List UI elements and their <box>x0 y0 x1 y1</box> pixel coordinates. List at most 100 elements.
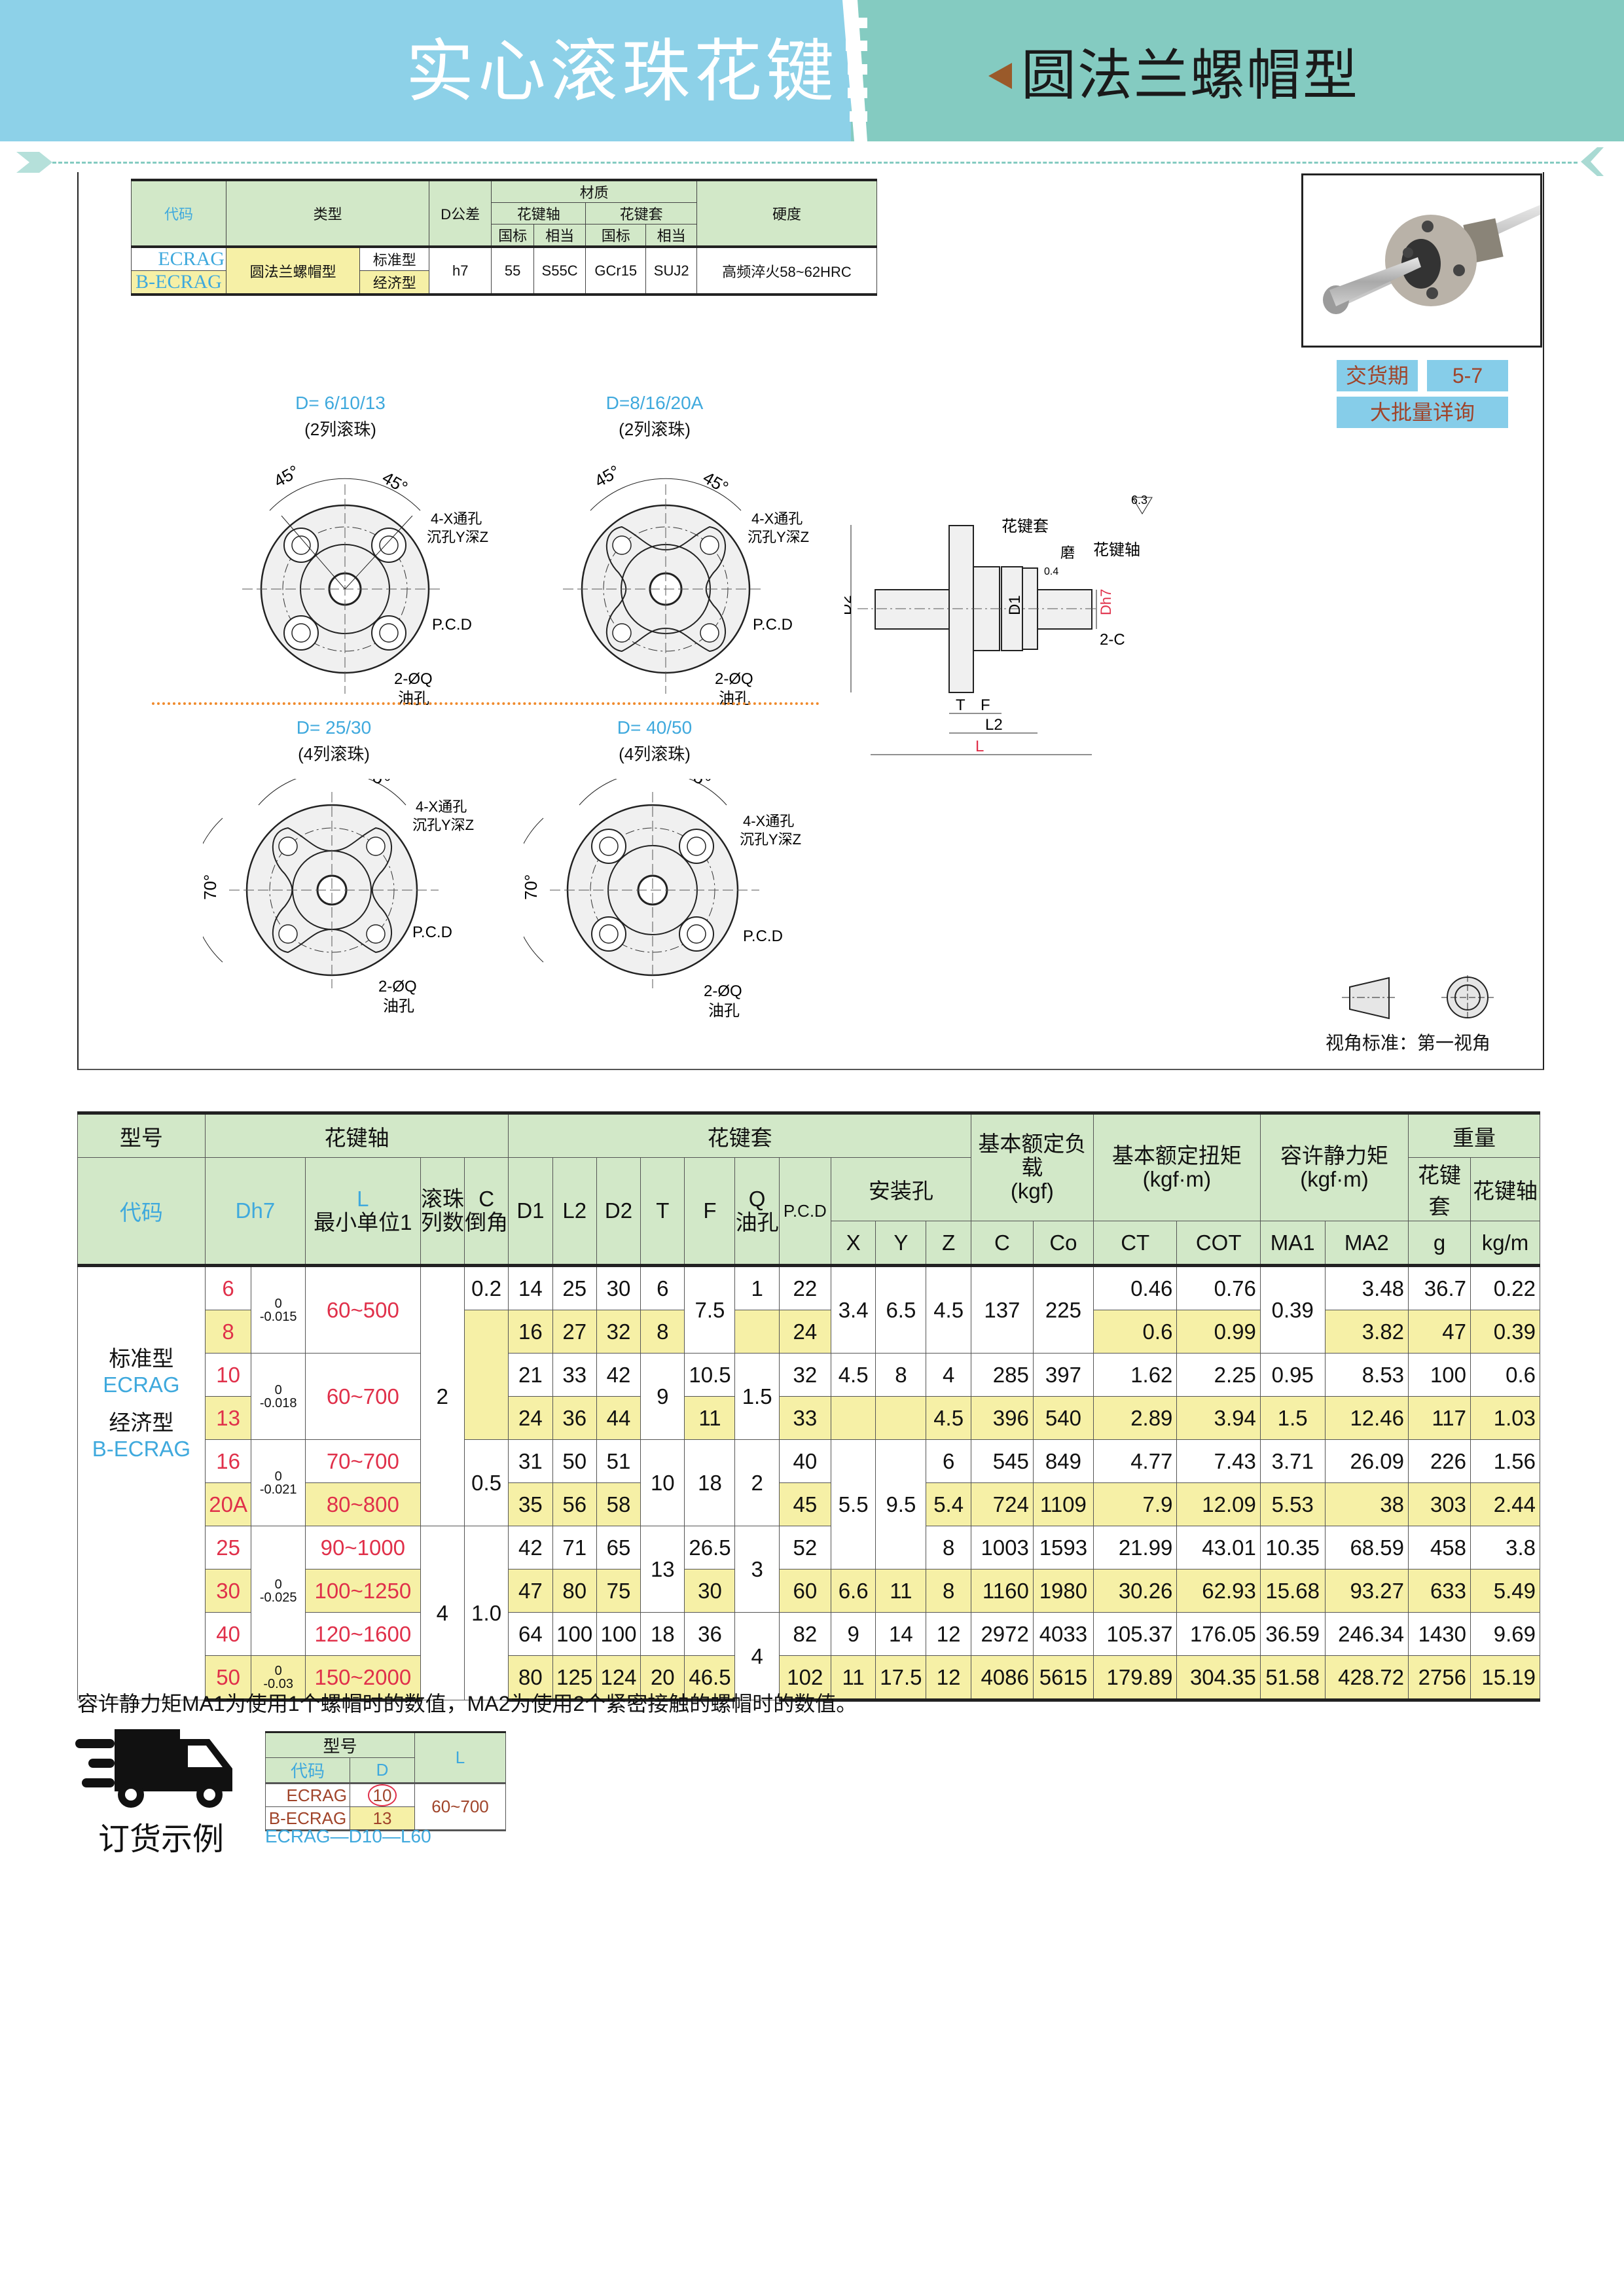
cell-z: 8 <box>926 1526 971 1570</box>
cell-cot: 12.09 <box>1176 1482 1261 1526</box>
header-band-left <box>0 0 851 141</box>
th-model: 型号 <box>77 1111 206 1158</box>
cell-z: 6 <box>926 1439 971 1483</box>
cell-pcd: 52 <box>778 1526 831 1570</box>
cell-q: 1 <box>734 1264 780 1310</box>
order-example-table: 型号 L 代码 D ECRAG 10 60~700 B-ECRAG 13 <box>265 1731 506 1831</box>
th-load: 基本额定负载(kgf) <box>970 1111 1094 1221</box>
cell-l2: 80 <box>552 1569 597 1613</box>
cell-c0: 4033 <box>1032 1612 1094 1656</box>
order-l-range: 60~700 <box>414 1783 506 1831</box>
th-shaft: 花键轴 <box>204 1111 509 1158</box>
cell-z: 5.4 <box>926 1482 971 1526</box>
tol-lower: -0.03 <box>263 1676 293 1691</box>
th-d1: D1 <box>508 1157 553 1266</box>
spec-header-material: 材质 <box>491 179 697 203</box>
cell-y: 9.5 <box>875 1439 927 1570</box>
cell-z: 12 <box>926 1612 971 1656</box>
view-standard-label: 视角标准：第一视角 <box>1326 1033 1491 1053</box>
cell-ma2: 68.59 <box>1324 1526 1409 1570</box>
tol-upper: 0 <box>274 1382 282 1397</box>
cell-kgm: 0.39 <box>1470 1310 1540 1354</box>
spec-table: 代码 类型 D公差 材质 硬度 花键轴 花键套 国标 相当 国标 相当 ECRA… <box>131 179 877 296</box>
cell-d2: 32 <box>596 1310 641 1354</box>
counterbore-label: 沉孔Y深Z <box>412 817 474 833</box>
order-th-model: 型号 <box>265 1731 415 1758</box>
th-moment: 容许静力矩(kgf·m) <box>1259 1111 1409 1221</box>
cell-z: 12 <box>926 1655 971 1702</box>
spec-code-b-ecrag: B-ECRAG <box>131 270 226 296</box>
t-label: T <box>956 696 965 714</box>
order-d-10: 10 <box>350 1783 415 1807</box>
th-q-sub: 油孔 <box>735 1210 779 1234</box>
cell-kgm: 0.22 <box>1470 1264 1540 1310</box>
specs-main-table: 型号 花键轴 花键套 基本额定负载(kgf) 基本额定扭矩(kgf·m) 容许静… <box>77 1111 1540 1702</box>
th-q-title: Q <box>748 1187 766 1211</box>
cell-l-range: 60~500 <box>305 1264 421 1354</box>
spec-header-equiv: 相当 <box>645 224 697 247</box>
drawing-title-3: D= 25/30 <box>296 717 372 738</box>
th-load-title: 基本额定负载 <box>978 1132 1087 1179</box>
cell-d: 8 <box>204 1310 252 1354</box>
spec-header-equiv: 相当 <box>533 224 586 247</box>
sleeve-label: 花键套 <box>1001 518 1049 535</box>
th-c-sub: 倒角 <box>465 1210 509 1234</box>
drawing-frame <box>77 172 1544 1070</box>
cell-kgm: 0.6 <box>1470 1353 1540 1397</box>
cell-f: 26.5 <box>684 1526 736 1570</box>
order-th-l: L <box>414 1731 506 1784</box>
type-standard-code: ECRAG <box>103 1372 180 1397</box>
cell-kgm: 1.56 <box>1470 1439 1540 1483</box>
cell-cot: 176.05 <box>1176 1612 1261 1656</box>
cell-d1: 31 <box>508 1439 553 1483</box>
th-f: F <box>684 1157 736 1266</box>
cell-d: 13 <box>204 1396 252 1440</box>
cell-kgm: 3.8 <box>1470 1526 1540 1570</box>
cell-d1: 24 <box>508 1396 553 1440</box>
cell-g: 47 <box>1408 1310 1471 1354</box>
order-th-d: D <box>350 1757 415 1784</box>
cell-x: 6.6 <box>830 1569 876 1613</box>
cell-d: 6 <box>204 1264 252 1310</box>
cell-ma2: 3.48 <box>1324 1264 1409 1310</box>
cell-l-range: 70~700 <box>305 1439 421 1483</box>
order-code-ecrag: ECRAG <box>265 1783 350 1807</box>
cell-c: 137 <box>970 1264 1034 1354</box>
cell-ma1: 36.59 <box>1259 1612 1326 1656</box>
tol-lower: -0.025 <box>259 1590 297 1605</box>
cell-pcd: 102 <box>778 1655 831 1702</box>
th-weight: 重量 <box>1408 1111 1540 1158</box>
roughness-63-label: 6.3 <box>1131 493 1147 507</box>
cell-chamfer <box>463 1310 509 1440</box>
cell-g: 303 <box>1408 1482 1471 1526</box>
cell-f: 18 <box>684 1439 736 1526</box>
type-economy: 经济型 <box>109 1410 174 1435</box>
angle-70-label: 70° <box>524 874 541 900</box>
spec-type-name: 圆法兰螺帽型 <box>225 245 361 296</box>
th-c-load: C <box>970 1221 1034 1266</box>
cell-kgm: 5.49 <box>1470 1569 1540 1613</box>
cell-d1: 64 <box>508 1612 553 1656</box>
drawing-rows-1: (2列滚珠) <box>304 420 376 439</box>
cell-l-range: 90~1000 <box>305 1526 421 1570</box>
drawing-rows-4: (4列滚珠) <box>619 744 691 764</box>
cell-pcd: 32 <box>778 1353 831 1397</box>
cell-c: 4086 <box>970 1655 1034 1702</box>
cell-l2: 125 <box>552 1655 597 1702</box>
spec-header-type: 类型 <box>225 179 430 247</box>
spec-header-gb: 国标 <box>491 224 534 247</box>
th-c0: Co <box>1032 1221 1094 1266</box>
spec-header-code: 代码 <box>131 179 226 247</box>
grind-label: 磨 <box>1060 545 1075 561</box>
cell-l2: 27 <box>552 1310 597 1354</box>
cell-l-range: 60~700 <box>305 1353 421 1440</box>
cell-q: 3 <box>734 1526 780 1613</box>
cell-t: 13 <box>640 1526 685 1613</box>
cell-f: 30 <box>684 1569 736 1613</box>
cell-c: 396 <box>970 1396 1034 1440</box>
